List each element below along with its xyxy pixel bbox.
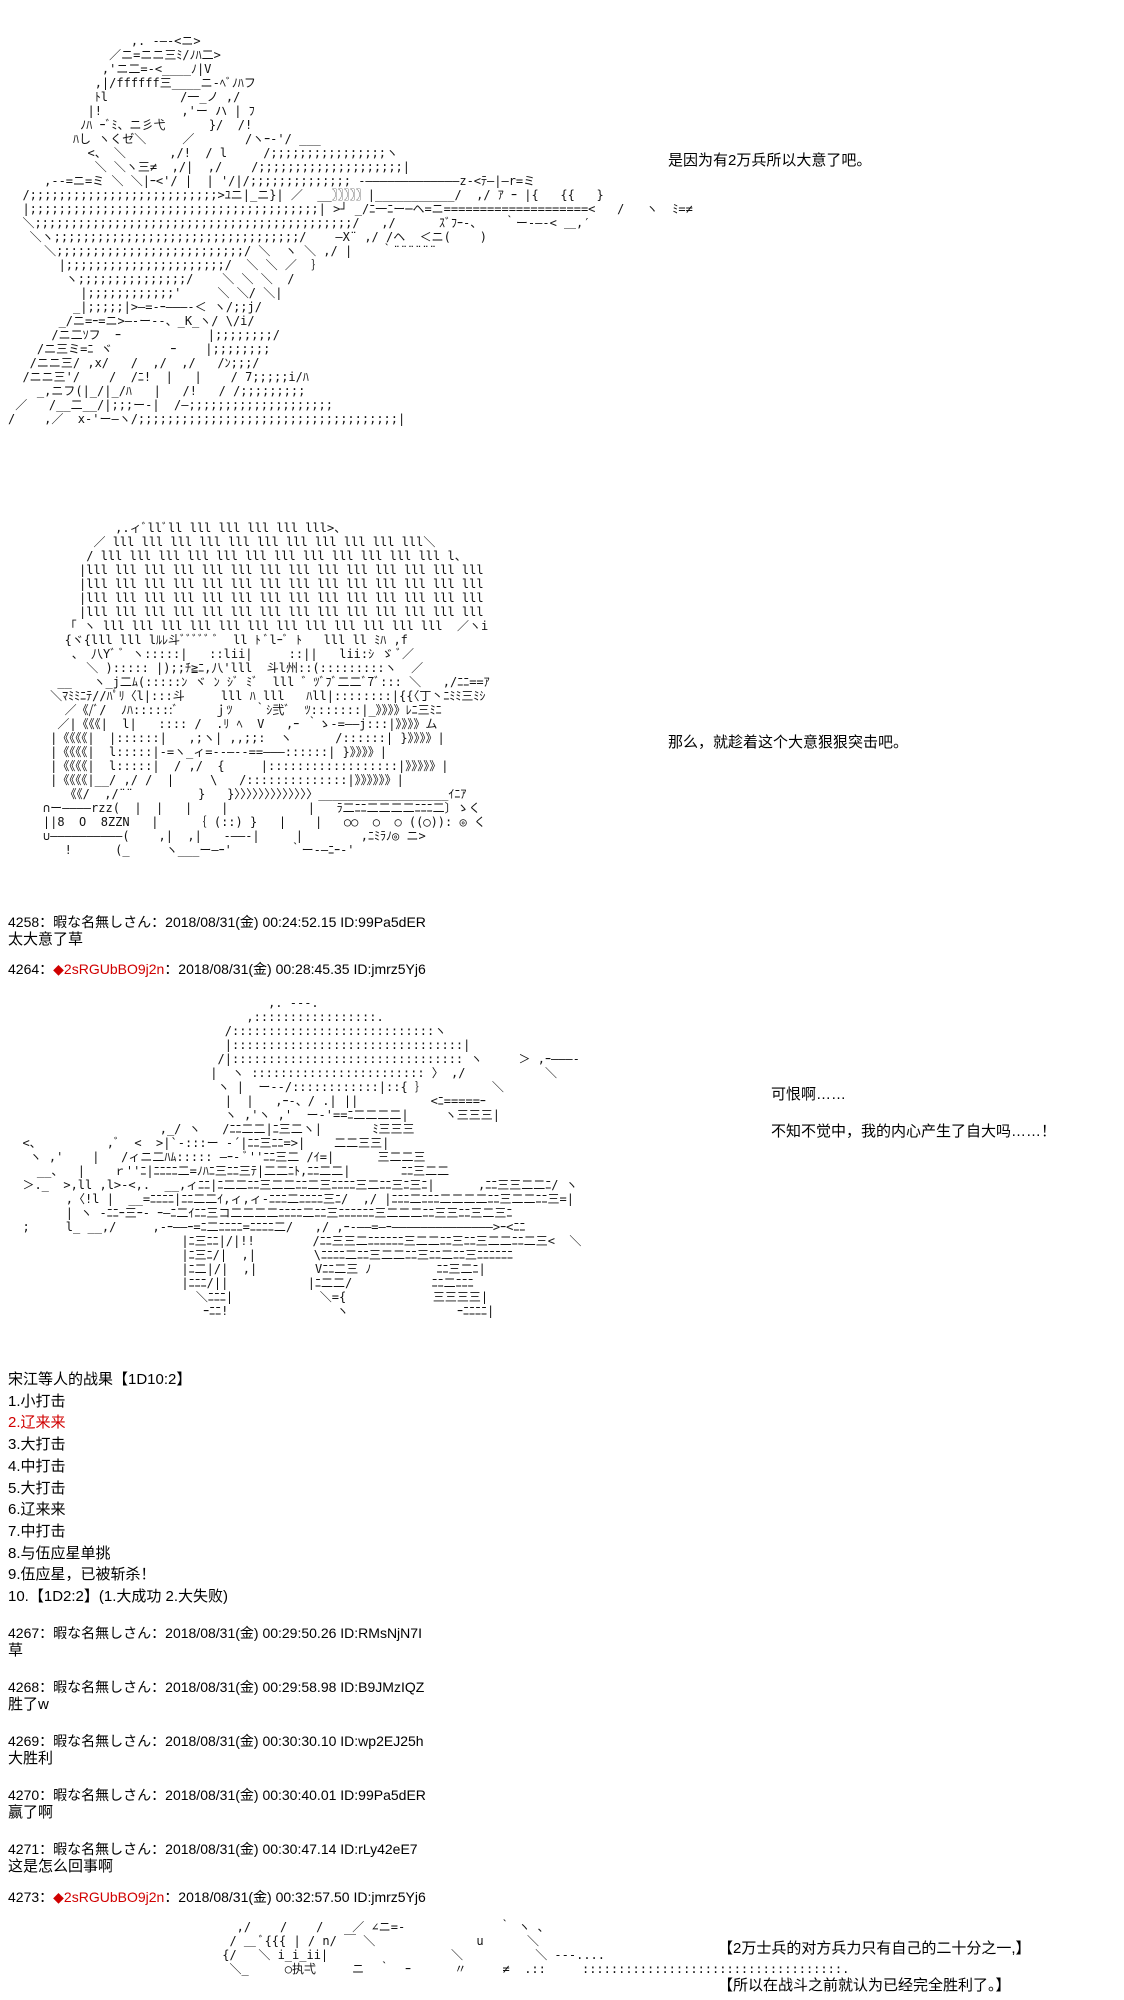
post-header: 4268：暇な名無しさん：2018/08/31(金) 00:29:58.98 I… <box>8 1678 424 1696</box>
post-header: 4269：暇な名無しさん：2018/08/31(金) 00:30:30.10 I… <box>8 1732 424 1750</box>
post-datetime: ：2018/08/31(金) 00:28:45.35 ID:jmrz5Yj6 <box>164 961 426 977</box>
result-item: 1.小打击 <box>8 1392 66 1410</box>
post-datetime: ：2018/08/31(金) 00:32:57.50 ID:jmrz5Yj6 <box>164 1889 426 1905</box>
post-4271: 4271：暇な名無しさん：2018/08/31(金) 00:30:47.14 I… <box>8 1840 418 1876</box>
post-4273: 4273：◆2sRGUbBO9j2n：2018/08/31(金) 00:32:5… <box>8 1888 426 1906</box>
result-item: 4.中打击 <box>8 1457 66 1475</box>
result-item: 7.中打击 <box>8 1522 66 1540</box>
post-number: 4271： <box>8 1841 54 1857</box>
post-4258: 4258：暇な名無しさん：2018/08/31(金) 00:24:52.15 I… <box>8 913 426 949</box>
poster-trip: ◆2sRGUbBO9j2n <box>53 961 165 977</box>
post-number: 4258： <box>8 914 54 930</box>
result-list: 宋江等人的战果【1D10:2】 1.小打击 2.辽来来 3.大打击 4.中打击 … <box>8 1369 228 1608</box>
post-number: 4267： <box>8 1625 54 1641</box>
post-body: 草 <box>8 1642 24 1659</box>
poster-name: 暇な名無しさん <box>53 1679 152 1695</box>
dialog-line: 【所以在战斗之前就认为已经完全胜利了。】 <box>718 1977 1011 1994</box>
dialog-line: 不知不觉中，我的内心产生了自大吗……！ <box>771 1123 1057 1140</box>
result-item: 10.【1D2:2】(1.大成功 2.大失败) <box>8 1588 229 1606</box>
ascii-art-bottom-partial: ,/ / / ／ ∠ニ=- ｀ ヽ 、 / ＿ ﾞ{{{ | / n/ ￣ ＼ … <box>222 1920 850 1976</box>
post-4267: 4267：暇な名無しさん：2018/08/31(金) 00:29:50.26 I… <box>8 1624 422 1660</box>
result-item: 8.与伍应星单挑 <box>8 1544 111 1562</box>
result-list-title: 宋江等人的战果【1D10:2】 <box>8 1371 192 1388</box>
post-body: 赢了啊 <box>8 1804 54 1821</box>
dialog-line: 【2万士兵的对方兵力只有自己的二十分之一,】 <box>718 1940 1031 1957</box>
ascii-art-crouching-gunner: ,. ---. ,:::::::::::::::::. /:::::::::::… <box>22 996 582 1318</box>
poster-trip: ◆2sRGUbBO9j2n <box>53 1889 165 1905</box>
ascii-art-soldier-rifle: ,. -―-<ニ> ／ニ=ニニ三ﾐ/ﾉﾊ二> ,'ニ二=-<____ﾉ|V ,|… <box>8 34 693 426</box>
post-datetime: ：2018/08/31(金) 00:24:52.15 ID:99Pa5dER <box>151 914 426 930</box>
post-4270: 4270：暇な名無しさん：2018/08/31(金) 00:30:40.01 I… <box>8 1786 426 1822</box>
result-item: 9.伍应星，已被斩杀！ <box>8 1566 156 1584</box>
poster-name: 暇な名無しさん <box>53 1733 152 1749</box>
post-number: 4268： <box>8 1679 54 1695</box>
post-datetime: ：2018/08/31(金) 00:30:40.01 ID:99Pa5dER <box>151 1787 426 1803</box>
poster-name: 暇な名無しさん <box>53 1841 152 1857</box>
poster-name: 暇な名無しさん <box>53 1625 152 1641</box>
post-number: 4264： <box>8 961 54 977</box>
ascii-art-helmet-soldier: ,.ィﾞllﾞll lll lll lll lll lll>、 ／ lll ll… <box>42 521 490 857</box>
post-body: 这是怎么回事啊 <box>8 1858 114 1875</box>
post-datetime: ：2018/08/31(金) 00:29:50.26 ID:RMsNjN7I <box>151 1625 422 1641</box>
post-body: 大胜利 <box>8 1750 54 1767</box>
post-4264: 4264：◆2sRGUbBO9j2n：2018/08/31(金) 00:28:4… <box>8 960 426 978</box>
post-header: 4258：暇な名無しさん：2018/08/31(金) 00:24:52.15 I… <box>8 913 426 931</box>
post-number: 4273： <box>8 1889 54 1905</box>
post-header: 4271：暇な名無しさん：2018/08/31(金) 00:30:47.14 I… <box>8 1840 418 1858</box>
post-header: 4270：暇な名無しさん：2018/08/31(金) 00:30:40.01 I… <box>8 1786 426 1804</box>
post-header: 4267：暇な名無しさん：2018/08/31(金) 00:29:50.26 I… <box>8 1624 422 1642</box>
post-number: 4269： <box>8 1733 54 1749</box>
post-header: 4264：◆2sRGUbBO9j2n：2018/08/31(金) 00:28:4… <box>8 960 426 978</box>
post-4269: 4269：暇な名無しさん：2018/08/31(金) 00:30:30.10 I… <box>8 1732 424 1768</box>
result-item-highlighted: 2.辽来来 <box>8 1414 66 1432</box>
post-4268: 4268：暇な名無しさん：2018/08/31(金) 00:29:58.98 I… <box>8 1678 424 1714</box>
poster-name: 暇な名無しさん <box>53 1787 152 1803</box>
post-header: 4273：◆2sRGUbBO9j2n：2018/08/31(金) 00:32:5… <box>8 1888 426 1906</box>
result-item: 5.大打击 <box>8 1479 66 1497</box>
post-body: 胜了w <box>8 1696 49 1713</box>
result-item: 6.辽来来 <box>8 1501 66 1519</box>
post-number: 4270： <box>8 1787 54 1803</box>
post-datetime: ：2018/08/31(金) 00:30:30.10 ID:wp2EJ25h <box>151 1733 424 1749</box>
dialog-line: 是因为有2万兵所以大意了吧。 <box>668 152 872 169</box>
poster-name: 暇な名無しさん <box>53 914 152 930</box>
result-item: 3.大打击 <box>8 1436 66 1454</box>
post-datetime: ：2018/08/31(金) 00:30:47.14 ID:rLy42eE7 <box>151 1841 418 1857</box>
post-body: 太大意了草 <box>8 931 84 948</box>
post-datetime: ：2018/08/31(金) 00:29:58.98 ID:B9JMzIQZ <box>151 1679 425 1695</box>
dialog-line: 可恨啊…… <box>771 1086 847 1103</box>
dialog-line: 那么，就趁着这个大意狠狠突击吧。 <box>668 734 909 751</box>
